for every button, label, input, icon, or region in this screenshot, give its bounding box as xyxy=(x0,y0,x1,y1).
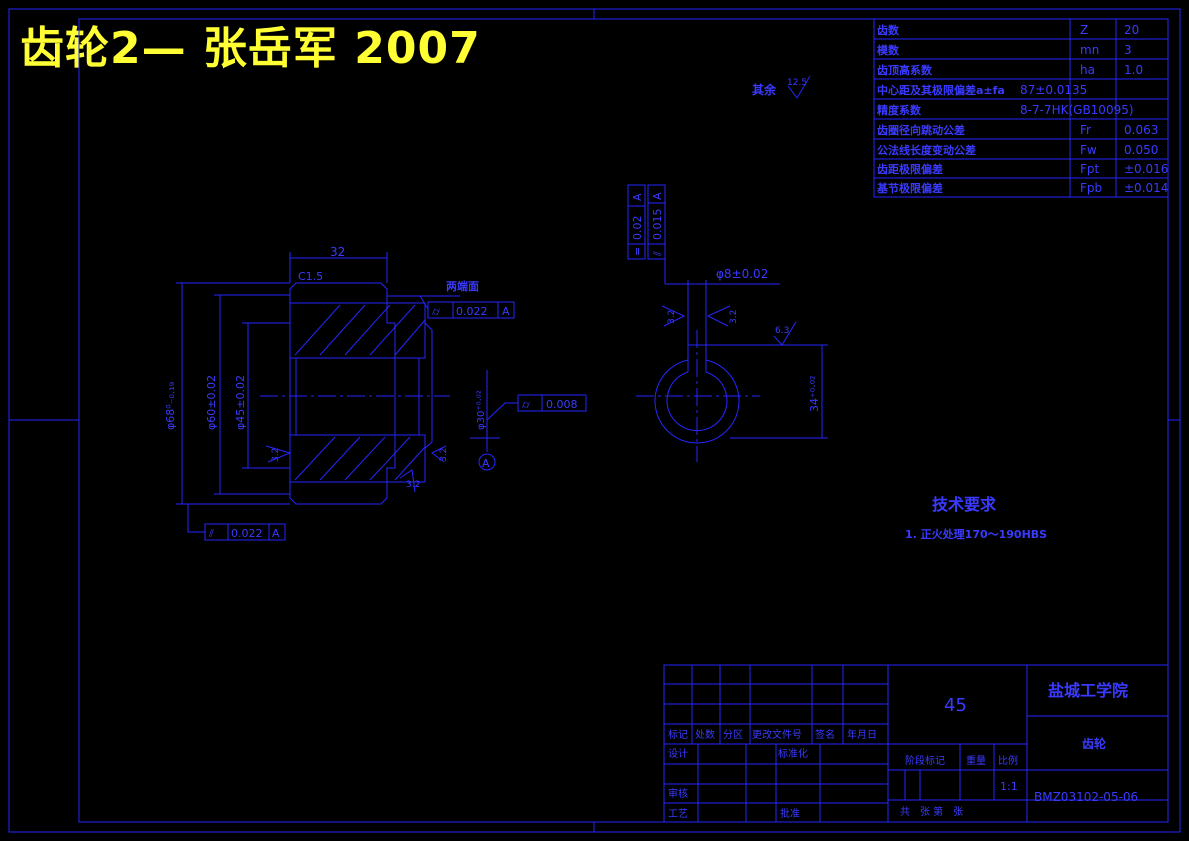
both-ends-label: 两端面 xyxy=(446,279,479,293)
param-symbol: Z xyxy=(1080,23,1088,37)
svg-text:⫽: ⫽ xyxy=(651,251,664,257)
roughness-other-label: 其余 xyxy=(752,82,777,97)
svg-text:3.2: 3.2 xyxy=(667,310,677,324)
param-label: 模数 xyxy=(877,43,900,57)
material-value: 45 xyxy=(944,695,967,716)
tech-req-item: 1. 正火处理170～190HBS xyxy=(905,527,1047,541)
param-symbol: Fw xyxy=(1080,143,1097,157)
param-label: 齿距极限偏差 xyxy=(877,162,943,176)
svg-text:处数: 处数 xyxy=(695,728,715,741)
svg-text:阶段标记: 阶段标记 xyxy=(905,754,945,767)
tol-par-value: 0.015 xyxy=(651,209,664,241)
svg-text:A: A xyxy=(631,193,644,201)
svg-text:A: A xyxy=(651,192,664,200)
tol-bore-value: 0.008 xyxy=(546,398,578,411)
svg-text:A: A xyxy=(502,305,510,318)
svg-text:更改文件号: 更改文件号 xyxy=(752,728,802,741)
parameter-table: 齿数 Z 20 模数 mn 3 齿顶高系数 ha 1.0 中心距及其极限偏差a±fa 87±0.01… xyxy=(873,18,1169,198)
dia-bore-label: φ30⁺⁰·⁰² xyxy=(476,390,487,430)
drawing-title: 齿轮2— 张岳军 2007 xyxy=(20,23,481,74)
param-label: 基节极限偏差 xyxy=(876,181,943,195)
svg-text:3.2: 3.2 xyxy=(406,480,420,490)
param-value: 0.050 xyxy=(1124,143,1158,157)
param-label: 精度系数 xyxy=(877,103,922,117)
key-depth-label: 34⁺⁰·⁰² xyxy=(808,375,821,412)
param-value: 1.0 xyxy=(1124,63,1143,77)
tol-bottom-value: 0.022 xyxy=(231,527,263,540)
svg-text:⫽: ⫽ xyxy=(208,527,214,540)
svg-text:设计: 设计 xyxy=(668,747,688,760)
param-label: 中心距及其极限偏差a±fa xyxy=(877,83,1005,97)
param-value: ±0.016 xyxy=(1124,162,1168,176)
param-value: 8-7-7HK(GB10095) xyxy=(1020,103,1134,117)
param-symbol: mn xyxy=(1080,43,1099,57)
svg-text:3.2: 3.2 xyxy=(439,448,449,462)
param-value: 87±0.0135 xyxy=(1020,83,1087,97)
key-width-label: φ8±0.02 xyxy=(716,267,768,281)
svg-text:标记: 标记 xyxy=(668,729,688,741)
param-symbol: Fpb xyxy=(1080,181,1102,195)
svg-text:标准化: 标准化 xyxy=(778,747,808,760)
param-symbol: Fr xyxy=(1080,123,1091,137)
roughness-other-value: 12.5 xyxy=(787,78,807,88)
tol-top-value: 0.022 xyxy=(456,305,488,318)
param-label: 齿顶高系数 xyxy=(877,63,933,77)
drawing-number: BMZ03102-05-06 xyxy=(1034,790,1138,804)
part-name: 齿轮 xyxy=(1082,736,1107,751)
svg-text:工艺: 工艺 xyxy=(668,808,688,820)
dim-width: 32 xyxy=(330,245,345,259)
svg-text:签名: 签名 xyxy=(815,728,835,741)
param-value: 3 xyxy=(1124,43,1132,57)
svg-text:比例: 比例 xyxy=(998,754,1018,767)
svg-text:3.2: 3.2 xyxy=(729,310,739,324)
svg-text:共 张 第 张: 共 张 第 张 xyxy=(900,805,963,818)
svg-text:=: = xyxy=(631,247,644,256)
svg-text:分区: 分区 xyxy=(723,729,743,741)
param-value: 0.063 xyxy=(1124,123,1158,137)
roughness-symbol xyxy=(787,75,811,99)
datum-a: A xyxy=(482,457,490,470)
svg-text:年月日: 年月日 xyxy=(847,728,877,741)
title-block: 标记 处数 分区 更改文件号 签名 年月日 设计 标准化 审核 工艺 批准 阶段… xyxy=(663,664,1169,823)
hub-end-view: φ8±0.02 34⁺⁰·⁰² = 0.02 A ⫽ 0.015 A 3.2 3… xyxy=(627,184,828,462)
svg-text:A: A xyxy=(272,527,280,540)
chamfer-label: C1.5 xyxy=(298,270,323,283)
dia-60-label: φ60±0.02 xyxy=(205,375,218,430)
svg-text:⌭: ⌭ xyxy=(432,305,440,318)
param-value: ±0.014 xyxy=(1124,181,1168,195)
dia-outer-label: φ68⁰₋₀.₁₉ xyxy=(164,382,177,430)
scale-value: 1:1 xyxy=(1000,780,1018,793)
outer-frame xyxy=(8,8,1181,833)
svg-text:3.2: 3.2 xyxy=(271,448,281,462)
param-label: 齿圈径向跳动公差 xyxy=(877,123,965,137)
dia-45-label: φ45±0.02 xyxy=(234,375,247,430)
gear-section-view: 32 C1.5 φ68⁰₋₀.₁₉ φ60±0.02 φ45±0.02 φ30⁺… xyxy=(164,245,587,541)
param-label: 齿数 xyxy=(877,23,900,37)
school-name: 盐城工学院 xyxy=(1048,681,1128,700)
svg-text:6.3: 6.3 xyxy=(775,326,789,336)
tol-sym-value: 0.02 xyxy=(631,216,644,241)
svg-text:批准: 批准 xyxy=(780,807,800,820)
param-value: 20 xyxy=(1124,23,1139,37)
tech-req-title: 技术要求 xyxy=(932,495,997,514)
param-label: 公法线长度变动公差 xyxy=(877,143,976,157)
svg-text:⌭: ⌭ xyxy=(522,398,530,411)
svg-text:审核: 审核 xyxy=(668,787,688,800)
svg-text:重量: 重量 xyxy=(966,754,986,767)
param-symbol: Fpt xyxy=(1080,162,1100,176)
param-symbol: ha xyxy=(1080,63,1095,77)
